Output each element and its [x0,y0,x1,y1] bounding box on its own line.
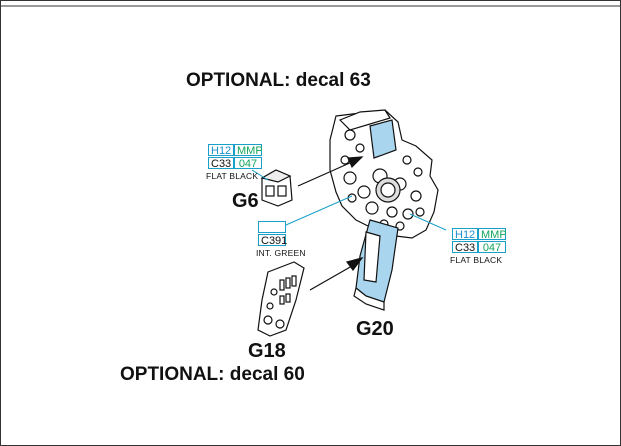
paint-left-c-code: C33 [208,157,234,170]
assembly-arrows [297,156,364,291]
part-g18-side-console [257,261,305,337]
paint-middle-empty-cell [258,221,286,233]
panel-screen-fill [369,119,397,159]
part-g6-component [260,169,293,207]
paint-left-number: 047 [234,157,262,170]
heading-optional-decal-63: OPTIONAL: decal 63 [186,70,371,91]
paint-middle-c-code: C391 [258,234,287,247]
paint-left-brand: MMP [234,144,263,157]
paint-callout-right: H12 MMP C33 047 [452,228,507,254]
part-label-g6: G6 [232,190,259,212]
paint-callout-left: H12 MMP C33 047 [208,144,263,170]
paint-left-hobby-code: H12 [208,144,234,157]
paint-callout-middle: C391 [258,221,287,247]
paint-right-name: FLAT BLACK [450,255,503,265]
part-label-g20: G20 [356,318,394,340]
paint-right-c-code: C33 [452,241,478,254]
paint-middle-name: INT. GREEN [256,248,306,258]
paint-right-number: 047 [478,241,506,254]
paint-right-hobby-code: H12 [452,228,478,241]
heading-optional-decal-60: OPTIONAL: decal 60 [120,364,305,385]
paint-left-name: FLAT BLACK [206,171,259,181]
part-label-g18: G18 [248,340,286,362]
part-g20-instrument-panel [329,109,439,311]
paint-right-brand: MMP [478,228,507,241]
callout-lines [251,169,447,231]
